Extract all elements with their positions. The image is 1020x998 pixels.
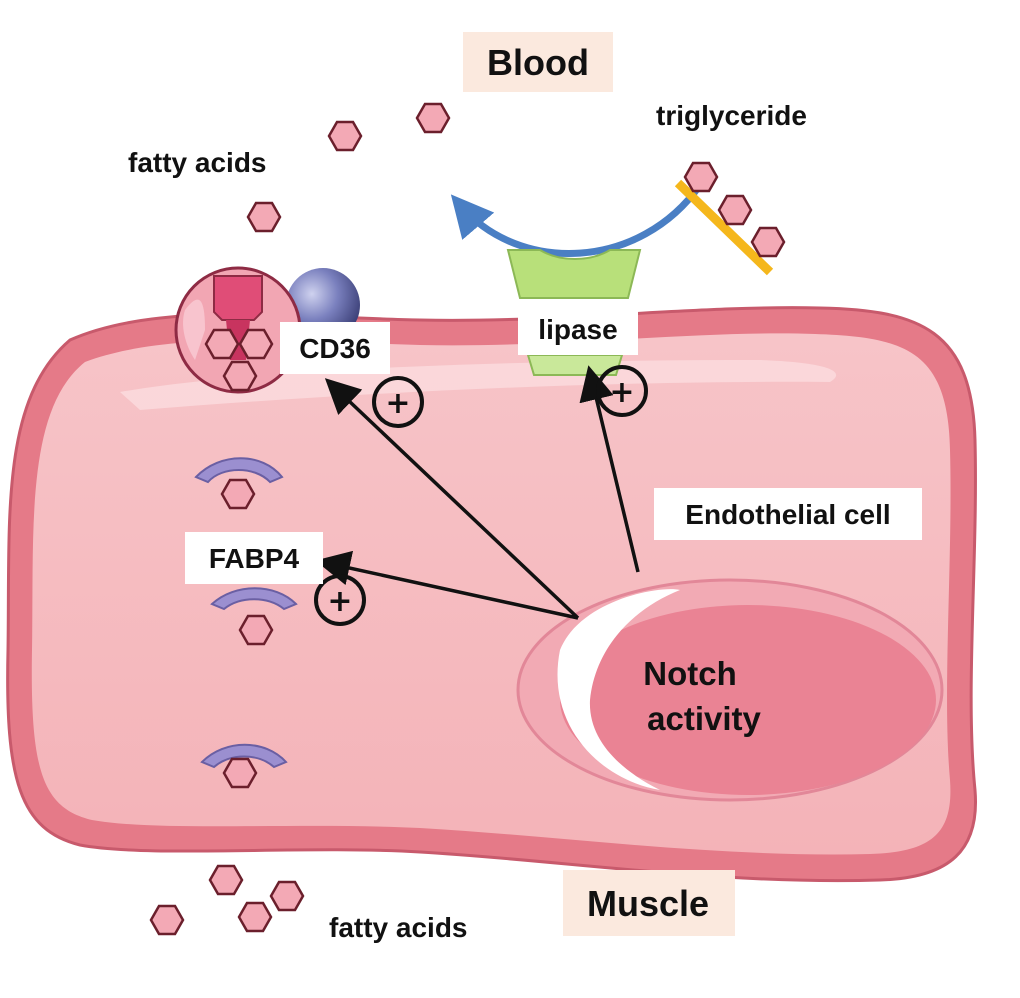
lipase-label: lipase: [538, 314, 617, 345]
fatty-acid-hexagon: [220, 478, 256, 510]
cd36-label-box: [280, 322, 390, 374]
fabp4-protein-1: [194, 457, 284, 484]
muscle-label-box: [563, 870, 735, 936]
lipase-label-box: [518, 303, 638, 355]
plus-lipase: +: [596, 365, 648, 417]
muscle-label: Muscle: [587, 883, 709, 924]
blood-label-box: [463, 32, 613, 92]
triglyceride-label: triglyceride: [656, 100, 807, 131]
plus-fabp4: +: [314, 574, 366, 626]
blood-label: Blood: [487, 42, 589, 83]
plus-lipase-text: +: [609, 375, 634, 410]
plus-cd36-text: +: [385, 386, 410, 421]
fatty-acids-top-label: fatty acids: [128, 147, 267, 178]
fatty-acid-hexagon: [327, 120, 363, 152]
fatty-acid-hexagon: [238, 328, 274, 360]
fatty-acid-hexagon: [238, 614, 274, 646]
plus-cd36: +: [372, 376, 424, 428]
fatty-acid-hexagon: [149, 904, 185, 936]
notch-label-line2: activity: [647, 700, 761, 737]
endothelial-cell-label: Endothelial cell: [685, 499, 890, 530]
fatty-acid-hexagon: [208, 864, 244, 896]
endothelial-label-box: [654, 488, 922, 540]
blue-arrow: [450, 182, 703, 257]
triglyceride-backbone: [674, 179, 774, 276]
fatty-acid-hexagon: [222, 360, 258, 392]
arrow-to-cd36: [324, 378, 580, 620]
fatty-acids-bottom-label: fatty acids: [329, 912, 468, 943]
arrow-to-fabp4: [315, 550, 579, 620]
fabp4-label: FABP4: [209, 543, 300, 574]
fatty-acid-hexagon: [269, 880, 305, 912]
fatty-acid-hexagon: [237, 901, 273, 933]
fatty-acid-hexagon: [717, 194, 753, 226]
nucleus: [516, 578, 944, 802]
fatty-acid-hexagon: [204, 328, 240, 360]
fatty-acid-hexagon: [222, 757, 258, 789]
notch-label-line1: Notch: [643, 655, 737, 692]
fatty-acid-hexagon: [683, 161, 719, 193]
fatty-acid-hexagon: [750, 226, 786, 258]
fabp4-protein-2: [210, 587, 298, 611]
arrow-to-lipase: [579, 365, 640, 573]
cd36-label: CD36: [299, 333, 371, 364]
fabp4-protein-3: [200, 743, 288, 769]
fatty-acid-hexagon: [246, 201, 282, 233]
plus-fabp4-text: +: [327, 584, 352, 619]
fabp4-label-box: [185, 532, 323, 584]
fatty-acid-hexagon: [415, 102, 451, 134]
cytoplasm-highlight: [120, 360, 837, 410]
